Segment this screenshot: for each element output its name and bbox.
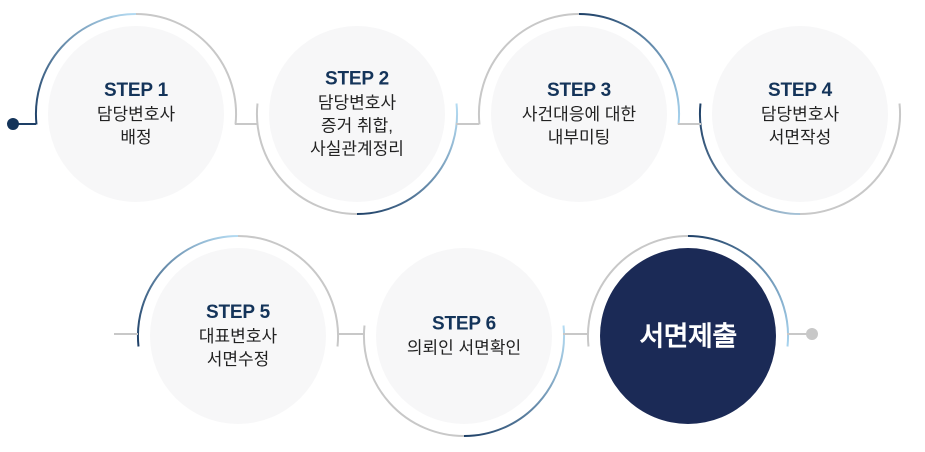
step-description-line: 담당변호사 (96, 105, 176, 124)
step-circle-3 (491, 26, 667, 202)
step-description-line: 사건대응에 대한 (521, 105, 637, 124)
step-label: STEP 5 (206, 302, 270, 323)
arc-right-2 (356, 103, 459, 215)
step-description-line: 서면수정 (206, 350, 270, 369)
step-label: STEP 2 (325, 68, 389, 90)
step-label: STEP 4 (768, 80, 832, 101)
step-description-line: 의뢰인 서면확인 (406, 338, 522, 358)
arc-left-6 (362, 325, 465, 437)
arc-right-6 (463, 325, 566, 437)
step-description-line: 담당변호사 (317, 93, 397, 113)
arc-left-3 (477, 13, 580, 125)
start-dot-icon (7, 118, 19, 130)
step-circle-6 (376, 248, 552, 424)
step-description-line: 대표변호사 (198, 327, 278, 346)
step-6: STEP 6 의뢰인 서면확인 (407, 313, 521, 360)
step-description-line: 사실관계정리 (310, 139, 404, 159)
step-description-line: 담당변호사 (760, 105, 840, 124)
step-description-line: 내부미팅 (547, 128, 611, 147)
arc-left-2 (255, 103, 358, 215)
arc-left-4 (698, 103, 801, 215)
arc-right-7 (687, 235, 790, 347)
step-circle-5 (150, 248, 326, 424)
final-step-circle (600, 248, 776, 424)
step-description-line: 배정 (120, 128, 152, 147)
step-label: STEP 1 (104, 80, 168, 101)
connectors (7, 13, 902, 437)
arc-right-3 (578, 13, 681, 125)
arc-right-4 (799, 103, 902, 215)
arc-left-7 (586, 235, 689, 347)
arc-left-5 (136, 235, 239, 347)
arc-right-1 (135, 13, 238, 125)
arc-right-5 (237, 235, 340, 347)
step-label: STEP 6 (432, 313, 496, 335)
end-dot-icon (806, 328, 818, 340)
circles (48, 26, 888, 424)
step-circle-4 (712, 26, 888, 202)
step-description-line: 서면작성 (768, 128, 832, 147)
step-label: STEP 3 (547, 80, 611, 101)
final-step-label: 서면제출 (639, 321, 737, 352)
step-description-line: 증거 취합, (320, 116, 393, 136)
step-circle-2 (269, 26, 445, 202)
step-circle-1 (48, 26, 224, 202)
arc-left-1 (34, 13, 137, 125)
